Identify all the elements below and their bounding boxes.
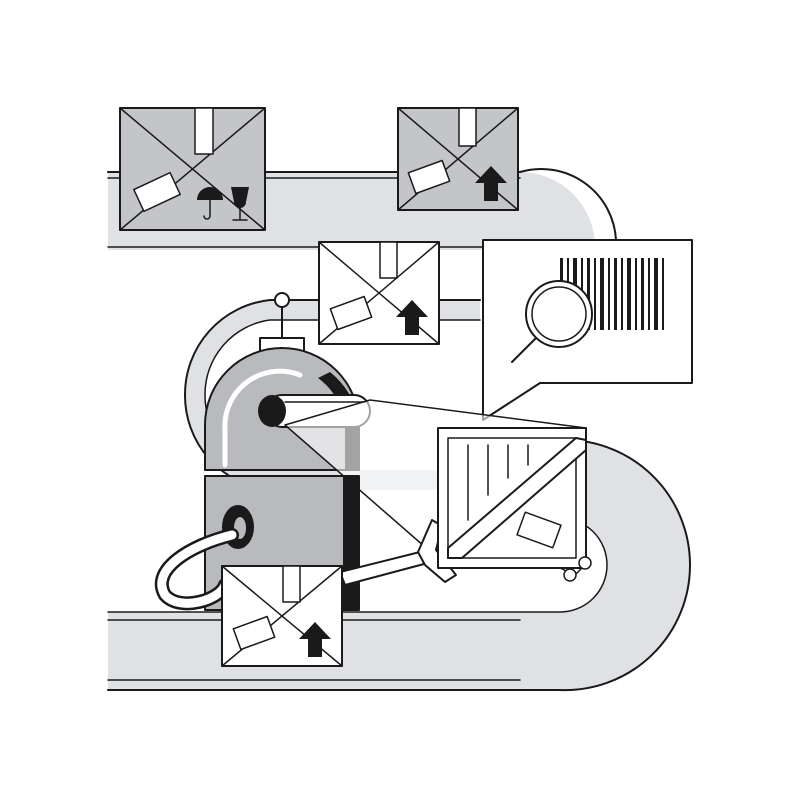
shipping-label xyxy=(329,295,373,331)
box-this-way-up-top xyxy=(397,107,519,211)
shipping-label xyxy=(232,615,276,651)
keep-dry-umbrella-icon xyxy=(197,187,223,220)
box-this-way-up-bottom xyxy=(221,565,343,667)
this-way-up-arrow-icon xyxy=(396,300,428,335)
fragile-glass-icon xyxy=(231,187,249,221)
this-way-up-arrow-icon xyxy=(475,166,507,201)
shipping-label xyxy=(133,171,181,213)
box-this-way-up-middle xyxy=(318,241,440,345)
shipping-label xyxy=(407,159,451,195)
box-fragile xyxy=(119,107,266,231)
scan-speech-bubble xyxy=(482,239,693,421)
this-way-up-arrow-icon xyxy=(299,622,331,657)
shipping-label xyxy=(516,511,562,549)
magnifying-glass-icon xyxy=(511,280,593,363)
wooden-crate xyxy=(437,427,592,582)
